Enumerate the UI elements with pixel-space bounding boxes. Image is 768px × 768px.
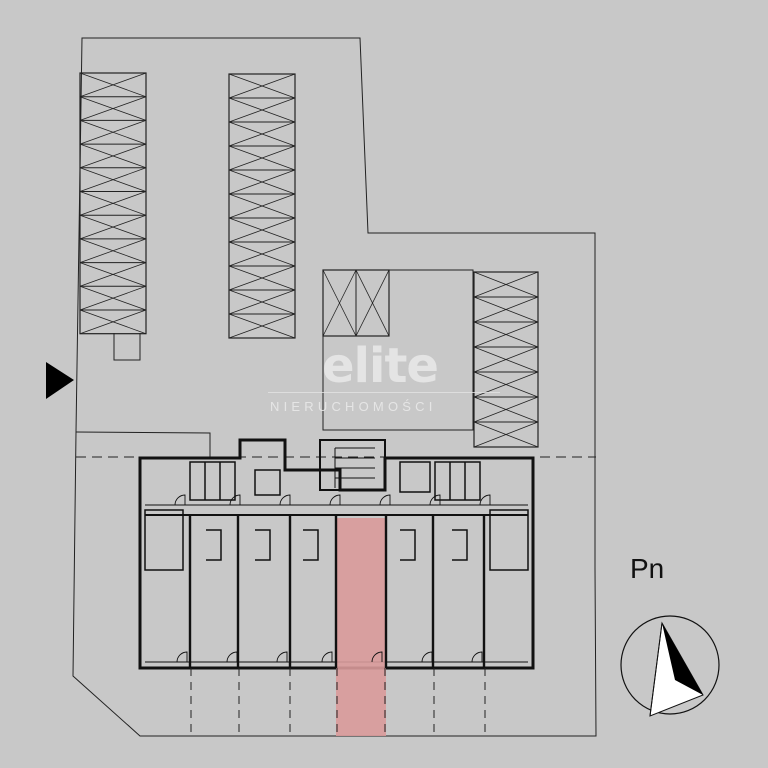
watermark-brand: elite [322,338,439,394]
stair-core [319,439,386,491]
north-arrow-icon [620,615,720,717]
parking-dividers [190,668,486,736]
service-rooms [189,461,481,501]
parking-strip-1 [79,72,147,335]
highlighted-unit[interactable] [336,518,386,736]
parking-strip-2 [228,73,296,339]
parking-strip-4 [473,271,539,448]
door-swings [174,494,491,663]
watermark-divider [268,392,500,393]
watermark-tagline: NIERUCHOMOŚCI [270,399,437,414]
parking-areas [79,72,539,448]
parking-strip-3 [322,269,474,431]
entrance-arrow-icon [46,362,74,399]
plot-inner-line [75,431,211,458]
plot-boundary [72,37,597,737]
unit-walls [188,515,486,668]
north-label: Pn [630,553,665,584]
